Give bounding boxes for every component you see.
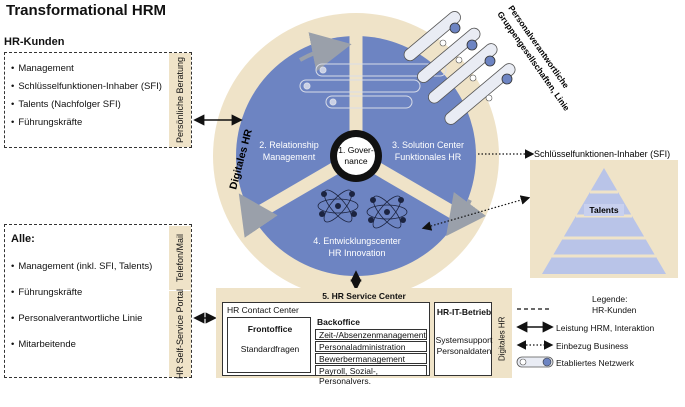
backoffice-item: Bewerbermanagement — [315, 353, 427, 364]
governance-hub-inner — [337, 137, 375, 175]
talents-band — [584, 204, 624, 216]
hr-it-betrieb-box: HR-IT-Betrieb Systemsupport Personaldate… — [434, 302, 492, 376]
flow-arrow-left — [238, 193, 278, 238]
frontoffice-box: Frontoffice Standardfragen — [227, 317, 311, 373]
backoffice-item: Zeit-/Absenzenmanagement — [315, 329, 427, 340]
solution-label-1: 3. Solution Center — [392, 140, 464, 150]
list-item: Management (inkl. SFI, Talents) — [11, 261, 152, 273]
talents-label: Talents — [589, 205, 618, 215]
solution-label-2: Funktionales HR — [395, 152, 462, 162]
legend-item-leistung: Leistung HRM, Interaktion — [556, 323, 655, 333]
legend-item-hr-kunden: HR-Kunden — [592, 305, 637, 315]
legend-network-node — [519, 358, 527, 366]
frontoffice-label: Frontoffice — [247, 324, 293, 334]
backoffice-item: Payroll, Sozial-, Personalvers. — [315, 365, 427, 386]
governance-label-1: 1. Gover- — [338, 145, 374, 155]
contact-center-title: HR Contact Center — [227, 305, 299, 315]
backoffice-item: Personaladministration — [315, 341, 427, 352]
contact-center-box: HR Contact Center Frontoffice Standardfr… — [222, 302, 430, 386]
list-item: Talents (Nachfolger SFI) — [11, 99, 162, 111]
systemsupport-label: Systemsupport — [435, 335, 493, 345]
personaldaten-label: Personaldaten — [436, 346, 492, 356]
hr-kunden-box: Management Schlüsselfunktionen-Inhaber (… — [4, 52, 192, 148]
service-center-title: 5. HR Service Center — [322, 291, 406, 301]
legend-network-node — [542, 357, 552, 367]
people-network-left — [317, 189, 359, 223]
standardfragen-label: Standardfragen — [240, 344, 300, 354]
entwicklung-label-2: HR Innovation — [328, 248, 385, 258]
hr-it-betrieb-title: HR-IT-Betrieb — [436, 307, 492, 317]
list-item: Mitarbeitende — [11, 339, 152, 351]
network-label-2: Gruppengesellschaften, Linie — [495, 9, 572, 112]
pyramid — [542, 168, 666, 274]
hr-kunden-heading: HR-Kunden — [4, 36, 65, 48]
list-item: Führungskräfte — [11, 117, 162, 129]
backoffice-box: Backoffice Zeit-/Absenzenmanagement Pers… — [315, 317, 427, 386]
relationship-label-1: 2. Relationship — [259, 140, 319, 150]
relationship-label-2: Management — [263, 152, 316, 162]
hr-kunden-list: Management Schlüsselfunktionen-Inhaber (… — [11, 63, 162, 129]
list-item: Management — [11, 63, 162, 75]
legend-item-einbezug: Einbezug Business — [556, 341, 629, 351]
alle-list: Management (inkl. SFI, Talents) Führungs… — [11, 261, 152, 351]
governance-label-2: nance — [344, 156, 367, 166]
network-icons — [403, 11, 516, 125]
service-center-panel: 5. HR Service Center HR Contact Center F… — [216, 288, 512, 386]
list-item: Führungskräfte — [11, 287, 152, 299]
alle-heading: Alle: — [11, 233, 35, 245]
page-title: Transformational HRM — [6, 2, 167, 19]
arrow-talents — [421, 195, 531, 231]
people-network-right — [366, 195, 408, 229]
legend-item-netzwerk: Etabliertes Netzwerk — [556, 358, 634, 368]
list-item: Schlüsselfunktionen-Inhaber (SFI) — [11, 81, 162, 93]
list-item: Personalverantwortliche Linie — [11, 313, 152, 325]
flow-arrow-top — [299, 32, 352, 72]
legend-title: Legende: — [592, 294, 628, 304]
network-capsules — [299, 63, 447, 109]
alle-box: Alle: Management (inkl. SFI, Talents) Fü… — [4, 224, 192, 379]
backoffice-label: Backoffice — [317, 317, 360, 327]
digitales-hr-service-label: Digitales HR — [497, 316, 507, 362]
sfi-label: Schlüsselfunktionen-Inhaber (SFI) — [534, 149, 670, 159]
entwicklung-label-1: 4. Entwicklungscenter — [313, 236, 401, 246]
